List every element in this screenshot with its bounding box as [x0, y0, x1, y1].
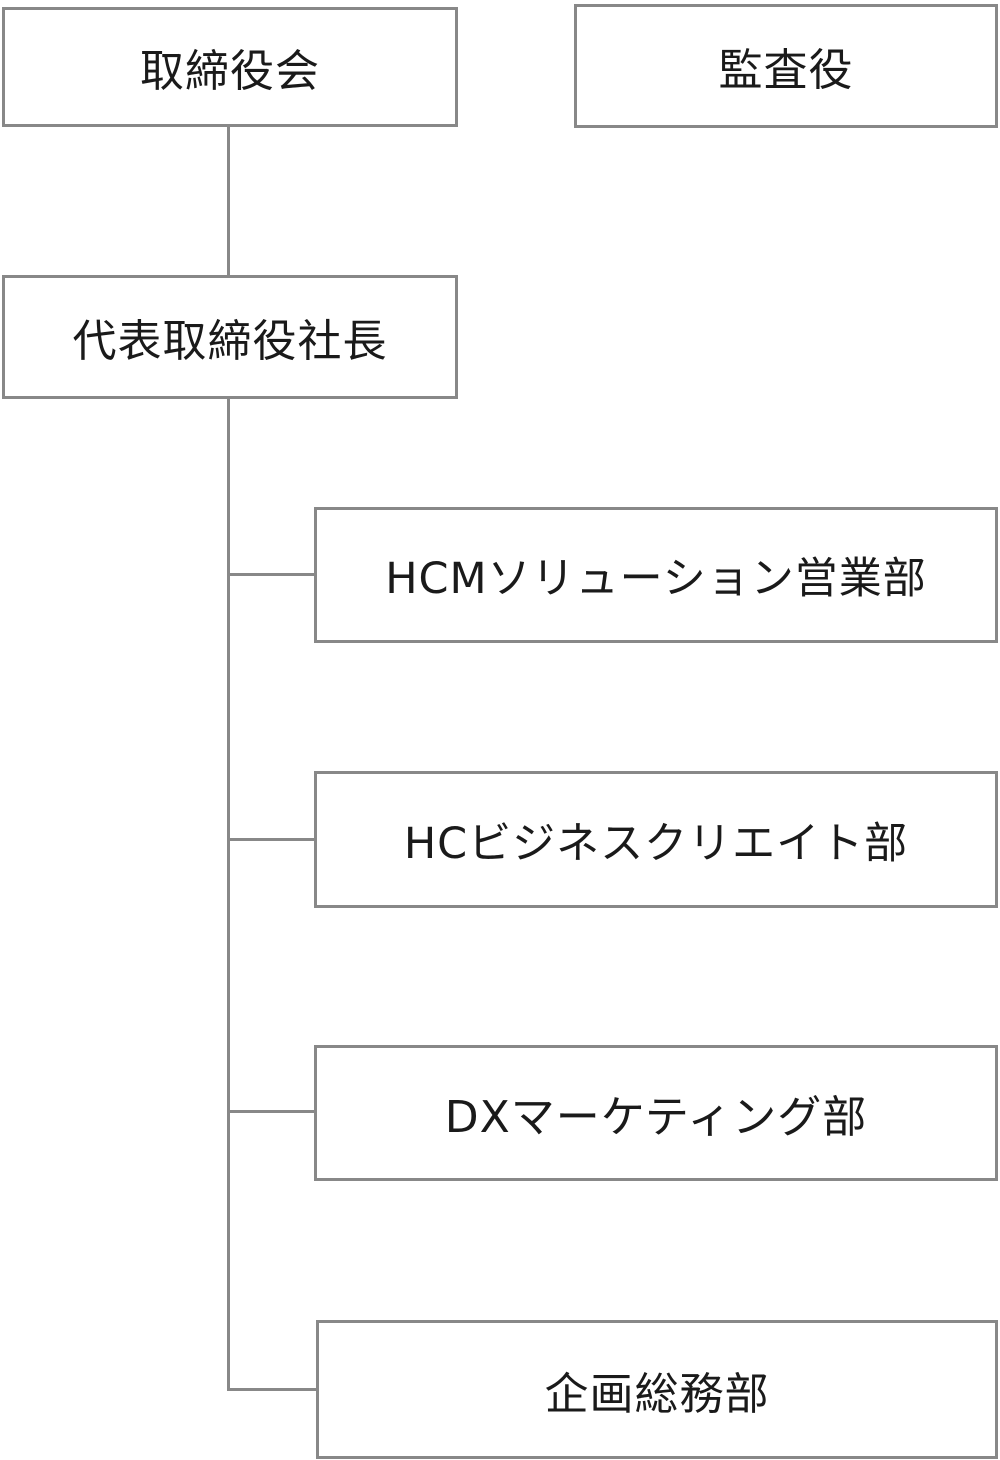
node-president: 代表取締役社長: [2, 275, 458, 399]
node-department-hc-business-create: HCビジネスクリエイト部: [314, 771, 998, 908]
connector-branch-hcbiz: [227, 838, 315, 841]
node-auditor: 監査役: [574, 4, 998, 128]
node-label: HCMソリューション営業部: [385, 554, 927, 604]
connector-branch-hcm: [227, 573, 315, 576]
node-label: 代表取締役社長: [72, 316, 388, 367]
node-label: 取締役会: [140, 46, 320, 97]
connector-branch-dx: [227, 1110, 315, 1113]
connector-branch-planning: [227, 1388, 317, 1391]
node-board-of-directors: 取締役会: [2, 7, 458, 127]
connector-trunk: [227, 398, 230, 1391]
node-label: HCビジネスクリエイト部: [403, 818, 909, 869]
node-label: DXマーケティング部: [444, 1092, 868, 1143]
node-department-planning-general-affairs: 企画総務部: [316, 1320, 998, 1459]
node-department-dx-marketing: DXマーケティング部: [314, 1045, 998, 1181]
connector-board-president: [227, 126, 230, 276]
node-label: 監査役: [718, 45, 854, 96]
node-label: 企画総務部: [544, 1368, 770, 1420]
node-department-hcm-solution-sales: HCMソリューション営業部: [314, 507, 998, 643]
